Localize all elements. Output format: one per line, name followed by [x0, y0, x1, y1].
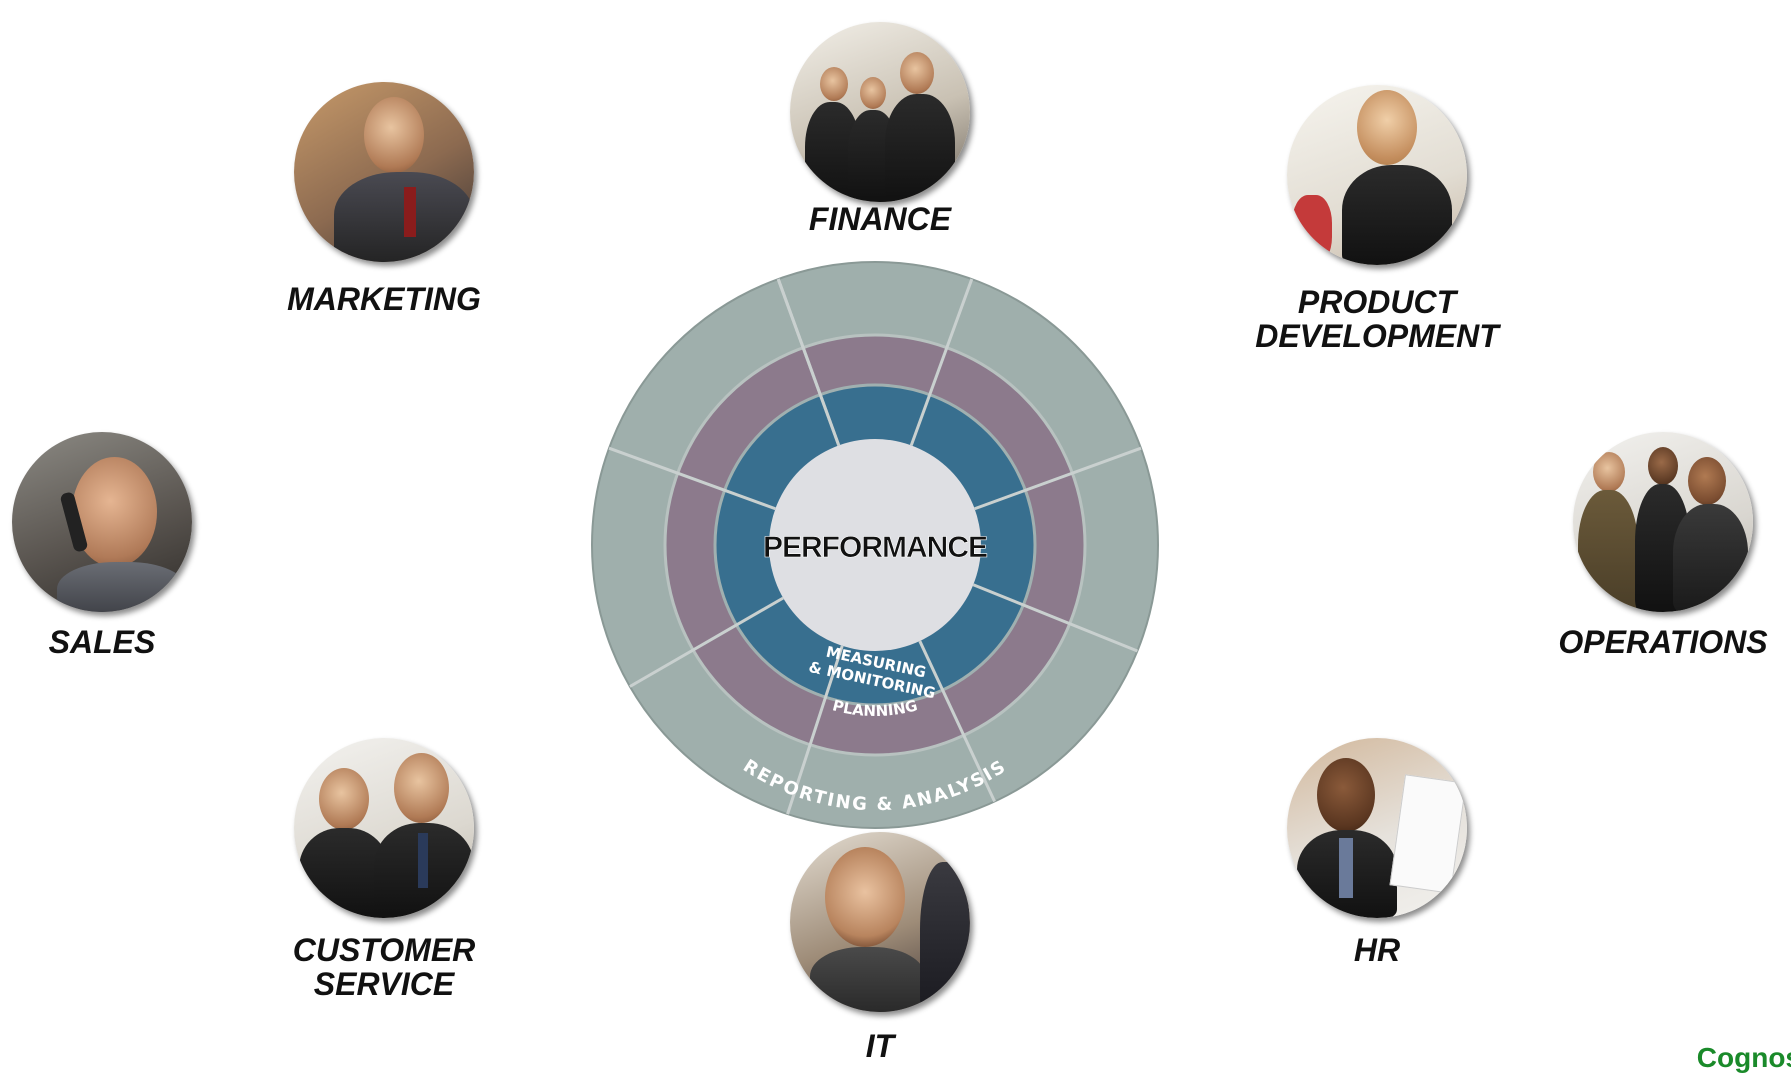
operations-label: OPERATIONS: [1558, 624, 1768, 660]
middle-ring-label: PLANNING: [831, 696, 920, 720]
customer-service-label: CUSTOMER SERVICE: [292, 932, 476, 1002]
marketing-photo: [294, 82, 474, 262]
finance-label: FINANCE: [808, 201, 952, 237]
performance-wheel: PERFORMANCE MEASURING & MONITORING PLANN…: [591, 261, 1159, 829]
operations-photo: [1573, 432, 1753, 612]
center-circle: [769, 439, 981, 651]
wheel-divider: [972, 583, 1138, 653]
customer-service-photo: [294, 738, 474, 918]
hr-label: HR: [1353, 932, 1401, 968]
marketing-label: MARKETING: [287, 281, 481, 317]
wheel-divider: [918, 640, 996, 803]
cognos-logo: Cognos: [1696, 1042, 1791, 1073]
wheel-divider: [629, 596, 784, 688]
wheel-divider: [786, 645, 844, 815]
wheel-dividers: [608, 278, 1142, 815]
wheel-divider: [974, 446, 1142, 511]
wheel-divider: [776, 278, 841, 446]
sales-photo: [12, 432, 192, 612]
sales-label: SALES: [48, 624, 156, 660]
wheel-divider: [608, 446, 776, 511]
hr-photo: [1287, 738, 1467, 918]
center-label: PERFORMANCE: [763, 531, 987, 564]
it-photo: [790, 832, 970, 1012]
product-development-photo: [1287, 85, 1467, 265]
finance-photo: [790, 22, 970, 202]
product-development-label: PRODUCT DEVELOPMENT: [1255, 284, 1499, 354]
it-label: IT: [865, 1028, 895, 1064]
wheel-divider: [909, 278, 974, 446]
